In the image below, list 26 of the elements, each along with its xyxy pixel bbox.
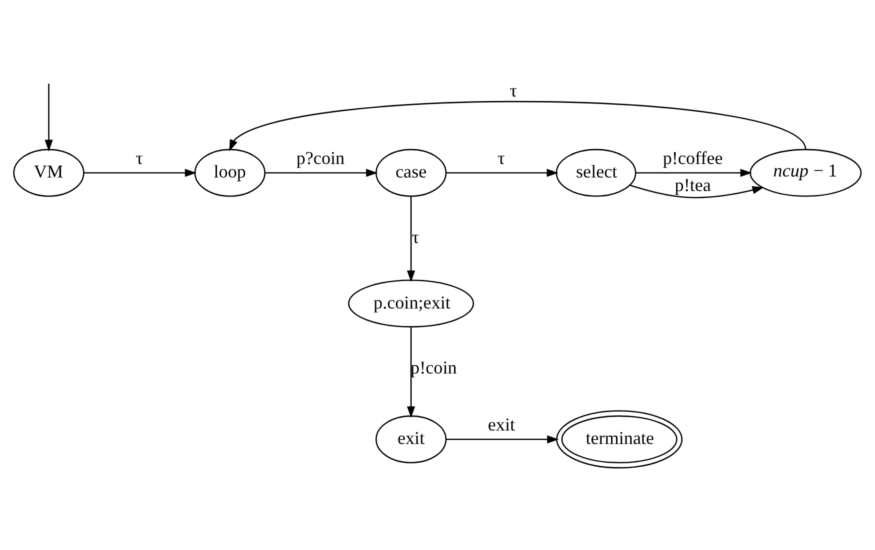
edge-label: p!coin bbox=[410, 358, 457, 378]
node-ellipse: terminate bbox=[556, 410, 683, 468]
arrow bbox=[265, 168, 378, 177]
arrow bbox=[229, 101, 806, 152]
node-ellipse: loop bbox=[194, 148, 266, 197]
edge-label: p!coffee bbox=[662, 148, 723, 168]
edge-label: τ bbox=[498, 148, 505, 168]
edge-label: p!tea bbox=[674, 175, 711, 196]
arrow bbox=[636, 168, 752, 177]
arrow bbox=[44, 84, 53, 152]
arrow bbox=[446, 168, 558, 177]
arrow bbox=[406, 326, 416, 418]
edge-label: p?coin bbox=[296, 148, 345, 168]
node-ellipse: p.coin;exit bbox=[348, 280, 474, 328]
arrow bbox=[629, 184, 764, 198]
node-ellipse: exit bbox=[375, 415, 447, 464]
arrow bbox=[446, 435, 559, 444]
node-ellipse: case bbox=[375, 148, 447, 197]
edge-label: τ bbox=[136, 148, 143, 168]
arrow bbox=[406, 196, 416, 282]
arrow bbox=[84, 168, 197, 177]
edge-label: τ bbox=[412, 226, 420, 247]
node-ellipse: select bbox=[556, 148, 636, 197]
node-ellipse: VM bbox=[13, 148, 84, 197]
edge-label: τ bbox=[510, 80, 518, 101]
edge-label: exit bbox=[488, 414, 516, 435]
